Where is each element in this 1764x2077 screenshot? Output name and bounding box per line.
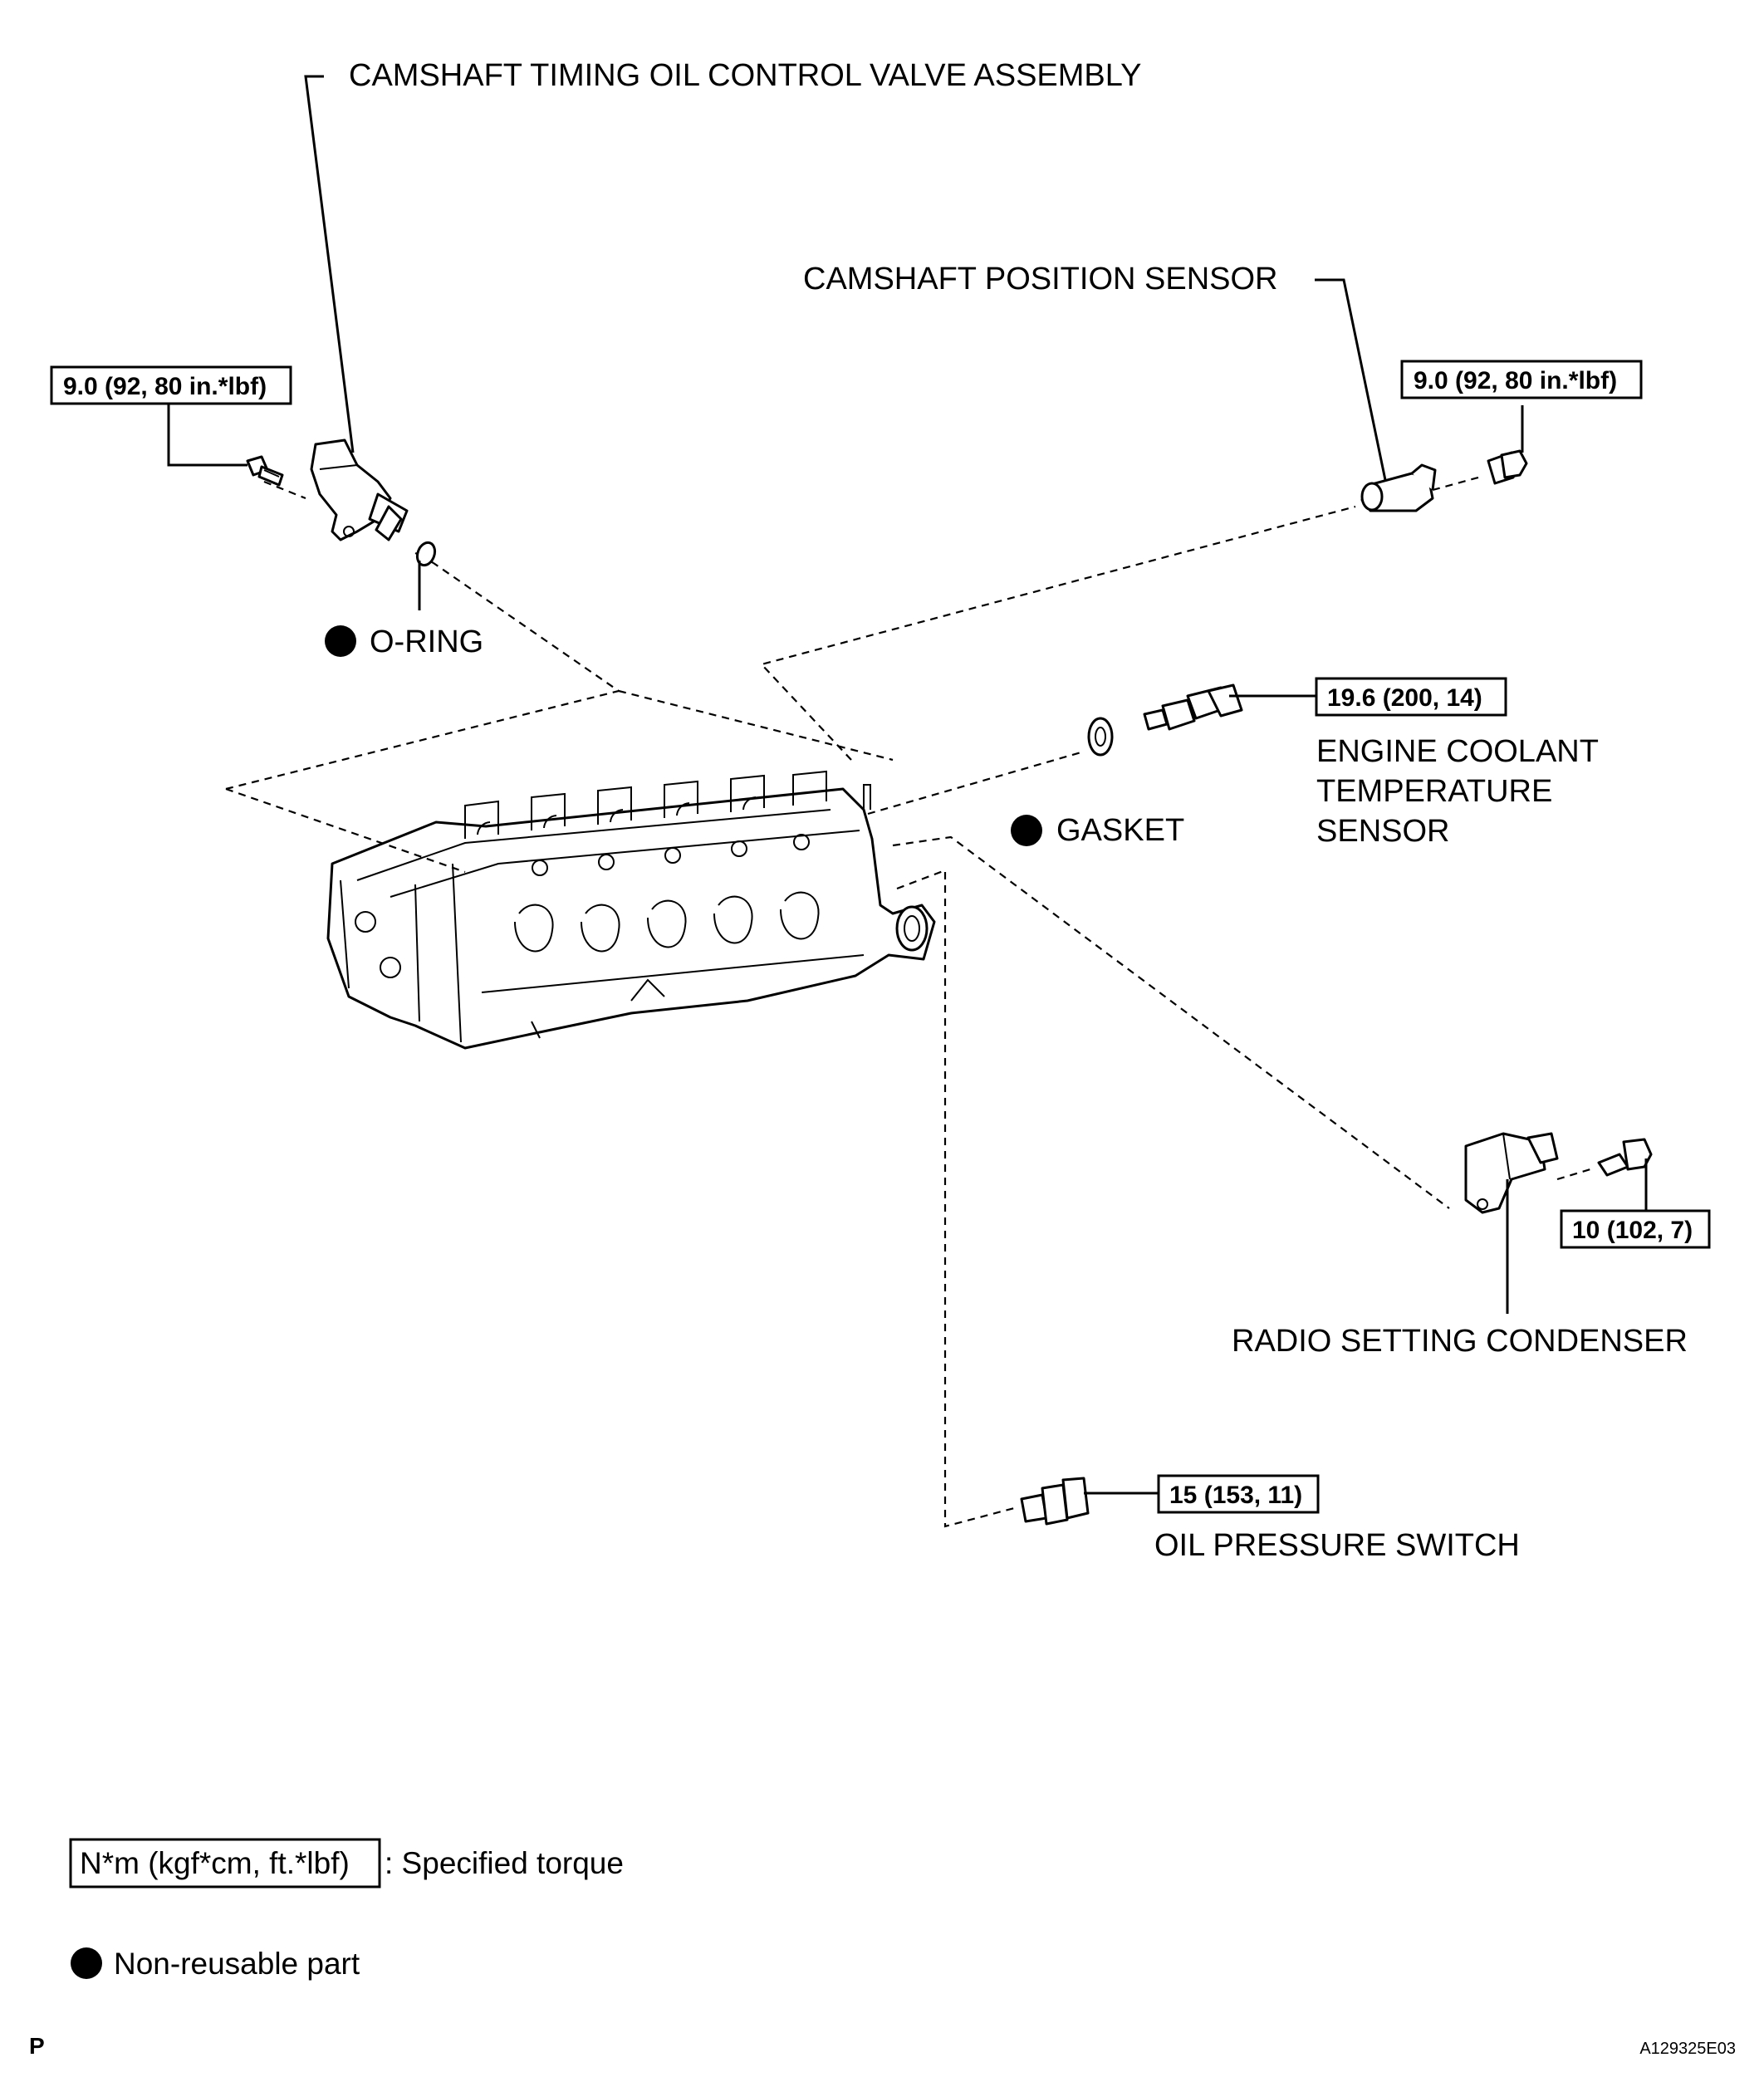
label-ect-line1: ENGINE COOLANT [1316, 734, 1599, 769]
label-ocv-assembly: CAMSHAFT TIMING OIL CONTROL VALVE ASSEMB… [349, 58, 1141, 93]
non-reusable-marker-o-ring [325, 625, 356, 657]
label-camshaft-position-sensor: CAMSHAFT POSITION SENSOR [803, 262, 1277, 296]
gasket[interactable] [1087, 717, 1114, 757]
camshaft-timing-ocv[interactable] [310, 438, 409, 541]
torque-ect: 19.6 (200, 14) [1327, 684, 1482, 712]
engine-coolant-temp-sensor[interactable] [1143, 683, 1243, 731]
assembly-lines [225, 476, 1591, 1528]
leader-lines [167, 75, 1648, 1495]
legend: N*m (kgf*cm, ft.*lbf) : Specified torque… [69, 1838, 624, 1981]
label-ect-line3: SENSOR [1316, 814, 1449, 849]
torque-box-ocv-bolt: 9.0 (92, 80 in.*lbf) [50, 365, 292, 405]
torque-oil-switch: 15 (153, 11) [1169, 1482, 1302, 1509]
label-o-ring: O-RING [370, 625, 483, 659]
label-radio-setting-condenser: RADIO SETTING CONDENSER [1232, 1324, 1688, 1359]
torque-condenser-bolt: 10 (102, 7) [1572, 1217, 1693, 1244]
torque-box-oil-switch: 15 (153, 11) [1157, 1474, 1320, 1514]
legend-torque-unit: N*m (kgf*cm, ft.*lbf) [80, 1846, 350, 1880]
torque-cam-bolt: 9.0 (92, 80 in.*lbf) [1414, 367, 1617, 394]
label-gasket: GASKET [1056, 813, 1184, 848]
label-ect-line2: TEMPERATURE [1316, 774, 1552, 809]
cam-sensor-bolt[interactable] [1487, 449, 1528, 485]
torque-ocv-bolt: 9.0 (92, 80 in.*lbf) [63, 373, 267, 400]
non-reusable-marker-gasket [1011, 815, 1042, 846]
legend-torque-desc: : Specified torque [385, 1846, 624, 1880]
torque-box-ect: 19.6 (200, 14) [1315, 677, 1507, 717]
condenser-bolt[interactable] [1597, 1138, 1653, 1177]
label-oil-pressure-switch: OIL PRESSURE SWITCH [1154, 1528, 1520, 1563]
legend-non-reusable-marker [71, 1947, 102, 1979]
figure-id: A129325E03 [1639, 2040, 1736, 2058]
camshaft-position-sensor[interactable] [1360, 463, 1437, 512]
torque-box-condenser-bolt: 10 (102, 7) [1560, 1209, 1711, 1249]
cylinder-head-illustration [326, 770, 936, 1050]
oil-pressure-switch[interactable] [1020, 1477, 1090, 1526]
legend-nonreusable-desc: Non-reusable part [114, 1947, 360, 1981]
torque-box-cam-bolt: 9.0 (92, 80 in.*lbf) [1400, 360, 1643, 399]
radio-setting-condenser[interactable] [1464, 1132, 1559, 1214]
corner-code-left: P [29, 2033, 45, 2059]
o-ring[interactable] [414, 540, 438, 567]
ocv-bolt[interactable] [246, 455, 284, 487]
